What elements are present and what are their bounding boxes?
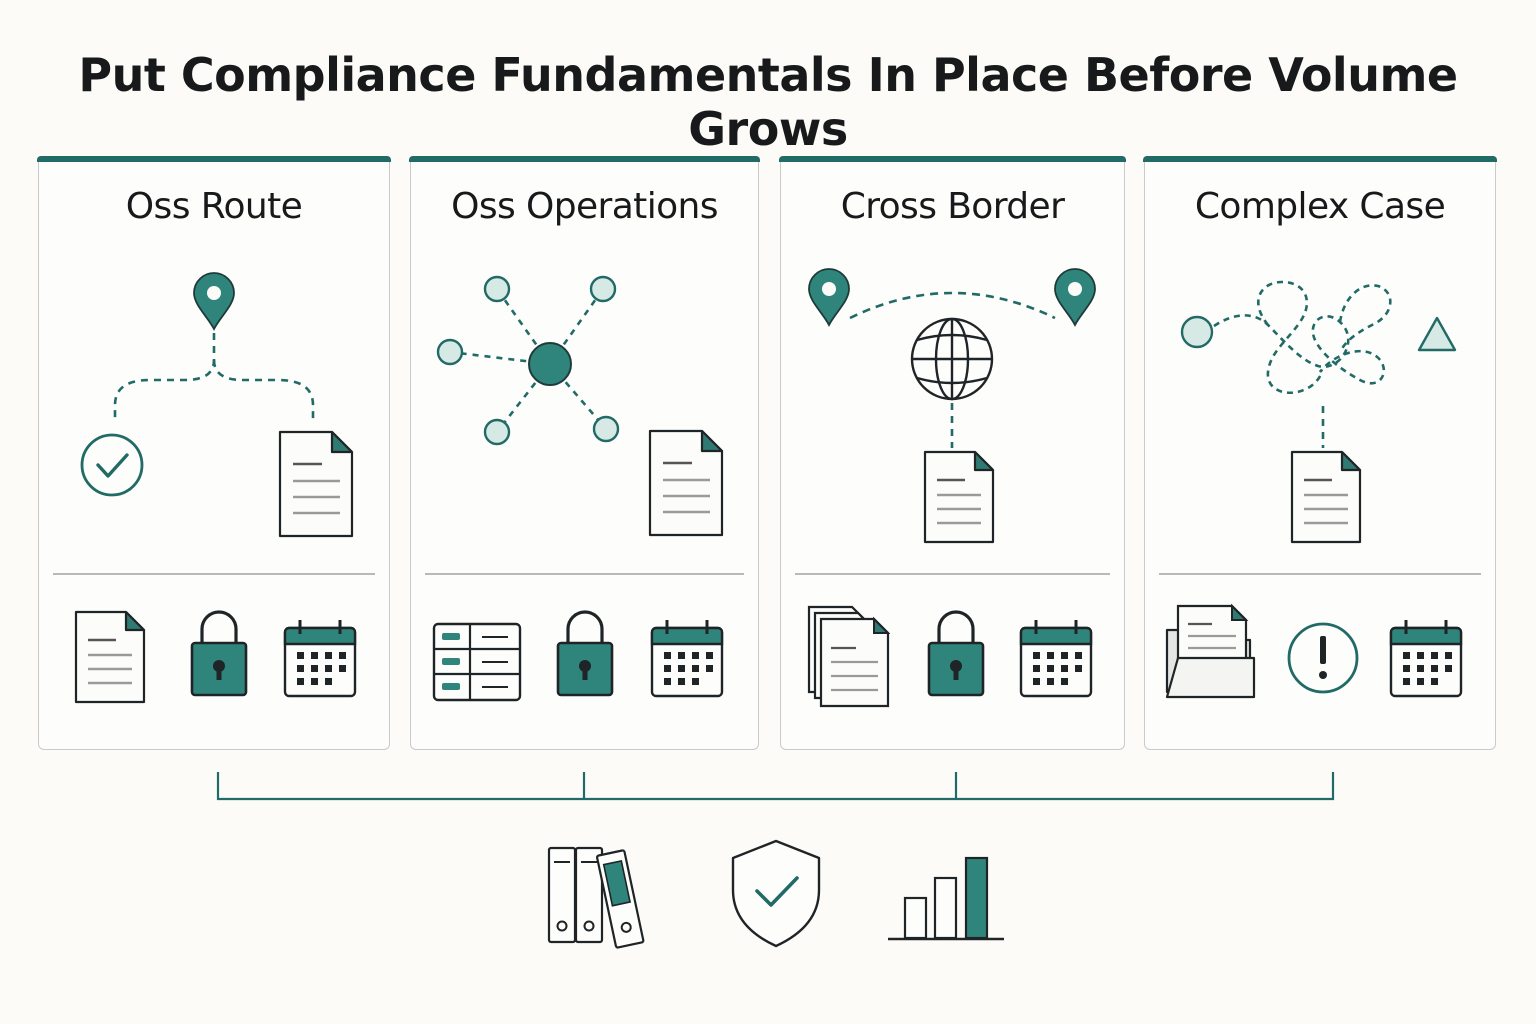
globe-icon: [910, 317, 994, 401]
card-divider: [53, 573, 375, 575]
card-accent-bar: [37, 156, 391, 162]
page-title: Put Compliance Fundamentals In Place Bef…: [78, 48, 1458, 156]
binders-icon: [547, 846, 645, 949]
lock-icon: [927, 610, 985, 697]
card-accent-bar: [779, 156, 1126, 162]
card-title: Complex Case: [1194, 186, 1446, 227]
documents-stack-icon: [807, 605, 891, 708]
location-pin-icon: [808, 268, 850, 326]
document-icon: [648, 429, 724, 537]
document-icon: [74, 610, 146, 704]
card-divider: [795, 573, 1110, 575]
calendar-icon: [1389, 618, 1463, 698]
connector-bracket: [216, 772, 1335, 801]
location-pin-icon: [1054, 268, 1096, 326]
location-pin-icon: [193, 272, 235, 330]
card-title: Oss Operations: [451, 186, 718, 227]
card-divider: [1159, 573, 1481, 575]
table-icon: [432, 622, 522, 702]
calendar-icon: [650, 618, 724, 698]
card-accent-bar: [1143, 156, 1497, 162]
card-title: Oss Route: [125, 186, 303, 227]
shield-check-icon: [731, 839, 821, 948]
lock-icon: [190, 610, 248, 697]
card-divider: [425, 573, 744, 575]
folder-icon: [1165, 603, 1256, 699]
calendar-icon: [283, 618, 357, 698]
triangle-icon: [1417, 316, 1457, 352]
document-icon: [278, 430, 354, 538]
calendar-icon: [1019, 618, 1093, 698]
document-icon: [1290, 450, 1362, 544]
check-circle-icon: [80, 433, 144, 497]
network-hub-icon: [436, 275, 620, 446]
bar-chart-icon: [888, 856, 1004, 941]
card-accent-bar: [409, 156, 760, 162]
lock-icon: [556, 610, 614, 697]
card-title: Cross Border: [840, 186, 1065, 227]
tangled-path-icon: [1180, 280, 1392, 395]
document-icon: [923, 450, 995, 544]
alert-icon: [1287, 622, 1359, 694]
